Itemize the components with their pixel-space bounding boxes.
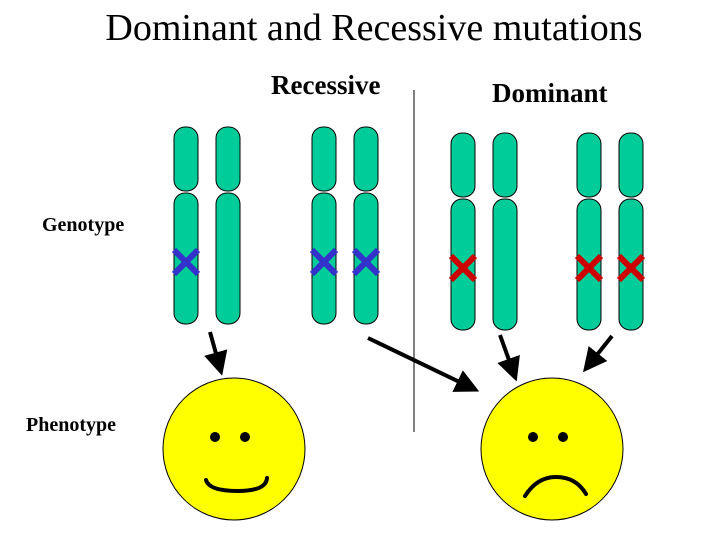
mutation-x-icon: [171, 247, 201, 277]
chromosome-pair: [448, 132, 518, 331]
chromosome: [309, 126, 339, 325]
chromosome: [574, 132, 604, 331]
arrow-icon: [583, 334, 614, 373]
dominant-header: Dominant: [492, 78, 608, 108]
happy-face-icon: [162, 377, 306, 521]
page-title: Dominant and Recessive mutations: [105, 7, 643, 49]
chromosome: [171, 126, 201, 325]
arrow-icon: [204, 331, 228, 376]
chromosome-long-arm: [492, 198, 518, 331]
chromosome-pair: [171, 126, 241, 325]
frown: [523, 474, 588, 498]
arrow-icon: [497, 334, 520, 382]
mutation-x-icon: [574, 253, 604, 283]
chromosome-short-arm: [215, 126, 241, 192]
chromosome: [215, 126, 241, 325]
chromosome-pair: [574, 132, 646, 331]
chromosome: [492, 132, 518, 331]
mutation-x-icon: [448, 253, 478, 283]
chromosome-short-arm: [450, 132, 476, 198]
chromosome-short-arm: [492, 132, 518, 198]
eye: [240, 432, 250, 442]
eye: [210, 432, 220, 442]
chromosome-long-arm: [215, 192, 241, 325]
genotype-label: Genotype: [42, 214, 125, 236]
smile: [204, 476, 269, 494]
arrow-icon: [367, 336, 480, 392]
chromosome-short-arm: [576, 132, 602, 198]
mutation-x-icon: [351, 247, 381, 277]
chromosome: [448, 132, 478, 331]
recessive-header: Recessive: [271, 70, 381, 100]
chromosome-short-arm: [618, 132, 644, 198]
phenotype-label: Phenotype: [26, 414, 116, 436]
mutation-x-icon: [616, 253, 646, 283]
chromosome-short-arm: [173, 126, 199, 192]
face: [162, 377, 306, 521]
chromosome: [351, 126, 381, 325]
eye: [558, 432, 568, 442]
chromosome-pair: [309, 126, 381, 325]
chromosome: [616, 132, 646, 331]
sad-face-icon: [480, 377, 624, 521]
chromosome-short-arm: [353, 126, 379, 192]
face: [480, 377, 624, 521]
eye: [528, 432, 538, 442]
mutation-x-icon: [309, 247, 339, 277]
chromosome-short-arm: [311, 126, 337, 192]
